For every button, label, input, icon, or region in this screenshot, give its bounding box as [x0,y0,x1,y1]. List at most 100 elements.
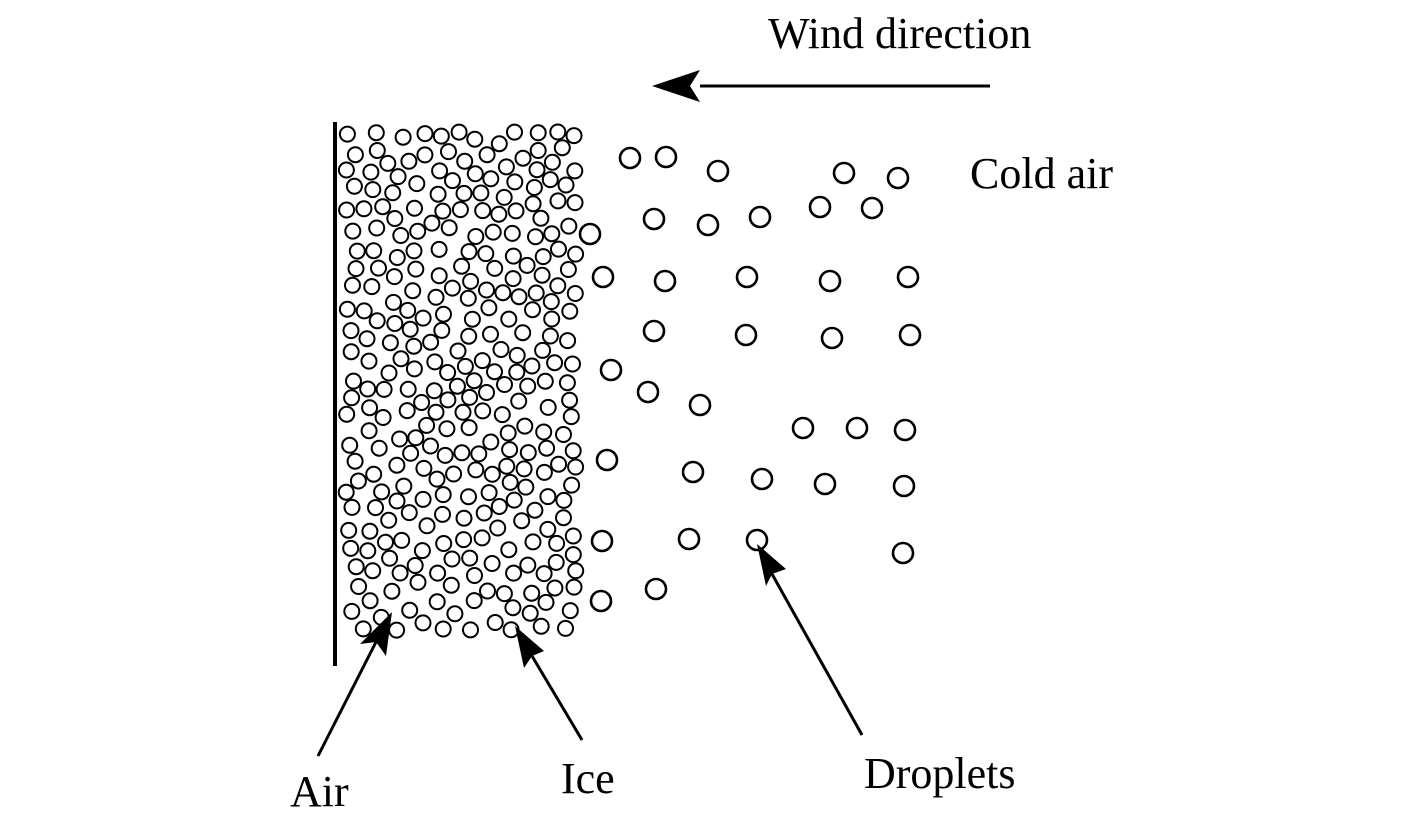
droplet [591,265,615,289]
ice-particle [346,146,364,164]
ice-particle [429,564,447,582]
ice-particle [482,170,500,188]
ice-particle [508,363,526,381]
ice-particle [563,476,581,494]
ice-particle [519,377,537,395]
ice-particle [501,473,519,491]
ice-particle [525,179,543,196]
ice-particle [500,310,518,328]
ice-particle [532,617,550,635]
ice-particle [548,534,566,552]
ice-particle [391,430,409,448]
ice-particle [365,242,383,260]
ice-particle [440,219,458,237]
ice-particle [558,374,576,392]
droplet [644,577,668,601]
ice-particle [435,535,453,552]
droplet [845,416,869,440]
ice-particle [343,498,361,516]
ice-particle [508,346,526,364]
ice-particle [483,555,501,572]
ice-particle [467,461,485,479]
ice-particle [338,125,356,143]
ice-particle [490,498,508,515]
ice-particle [528,161,546,179]
droplet [589,589,613,613]
ice-particle [547,553,565,571]
droplet [696,213,720,237]
ice-particle [438,420,456,438]
ice-particle [363,278,381,296]
ice-particle [444,172,461,190]
wind-direction-label: Wind direction [768,9,1032,58]
droplet [681,460,705,484]
ice-particle [492,341,510,358]
ice-particle [358,330,376,348]
ice-particle [555,509,572,527]
ice-particle [379,154,397,172]
ice-particle [350,578,368,595]
ice-particle [443,279,461,297]
ice-particle [367,499,384,517]
ice-particle [529,124,547,142]
ice-particle [534,341,552,359]
ice-particle [416,146,434,164]
ice-particle [401,320,419,338]
ice-particle [546,354,564,372]
ice-particle [383,582,401,600]
ice-particle [345,177,363,195]
droplet [791,416,815,440]
ice-particle [398,402,416,420]
ice-particle [478,281,495,299]
ice-particle [434,202,452,220]
ice-particle [402,444,420,462]
ice-particle [535,565,553,583]
ice-particle [564,546,582,564]
ice-particle [439,364,457,381]
ice-particle [463,310,481,328]
ice-particle [368,142,386,159]
ice-particle [465,592,483,610]
ice-particle [486,614,504,631]
droplet [653,269,677,293]
ice-particle [535,463,553,481]
ice-particle [381,549,399,567]
ice-particle [430,240,448,258]
ice-particle [409,222,427,240]
ice-particle [413,542,431,560]
ice-particle [450,123,468,141]
ice-particle [543,310,561,328]
ice-particle [465,372,483,390]
ice-particle [365,465,383,483]
ice-particle [359,380,377,398]
ice-particle [566,285,584,302]
ice-particle [505,564,523,582]
ice-particle [455,531,473,549]
ice-particle [391,564,409,582]
ice-particle [448,377,466,395]
ice-particle [566,162,584,180]
ice-particle [494,284,512,302]
ice-particle [474,402,492,420]
cold-air-label: Cold air [970,149,1113,198]
ice-particle [462,272,480,290]
ice-particle [534,248,552,266]
ice-particle [337,483,355,501]
ice-particle [347,558,365,576]
ice-particle [451,201,469,219]
droplet [618,146,642,170]
ice-particle [427,288,445,306]
ice-particle [460,488,477,506]
ice-particle [409,573,427,591]
ice-particle [423,214,441,232]
ice-particle [549,277,567,295]
wind-arrow [652,70,990,102]
ice-particle [435,305,452,323]
ice-particle [368,219,386,237]
ice-particle [549,123,567,141]
ice-particle [453,257,471,275]
ice-particle [564,355,581,373]
droplet [642,319,666,343]
air-label: Air [290,767,349,816]
